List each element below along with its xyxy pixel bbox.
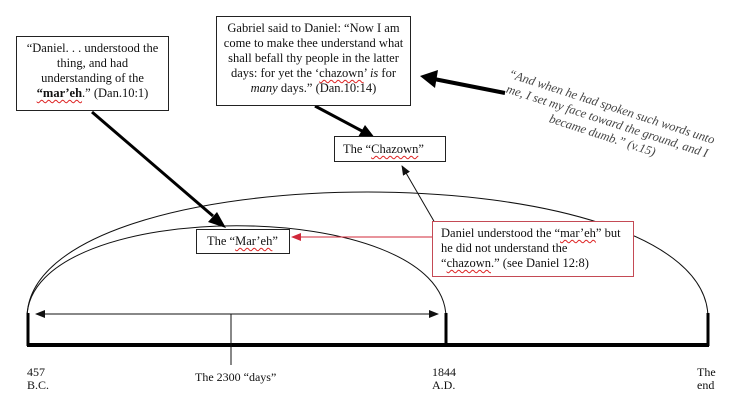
- arrow-quote-to-gabriel: [433, 77, 506, 95]
- span-arrowhead-left: [35, 310, 45, 318]
- chazown-label-pre: The “: [343, 142, 372, 156]
- chazown-word: chazown: [319, 66, 364, 80]
- label-457-year: 457: [27, 365, 45, 379]
- mareh-label-pre: The “: [207, 234, 236, 248]
- arrowhead-quote-to-gabriel: [420, 70, 438, 88]
- arrowhead-daniel-to-mareh: [208, 212, 226, 228]
- chazown-label-post: ”: [418, 142, 424, 156]
- mareh-label-post: ”: [272, 234, 278, 248]
- chazown-label-box: The “Chazown”: [334, 136, 446, 162]
- label-end-line1: The: [697, 365, 716, 379]
- chazown-arc: [26, 191, 709, 319]
- gabriel-quote-is: is: [369, 66, 379, 80]
- label-457-bc: 457 B.C.: [27, 366, 49, 392]
- gabriel-quote-mid: ’: [363, 66, 370, 80]
- label-457-era: B.C.: [27, 378, 50, 392]
- arrow-daniel-to-mareh: [91, 110, 214, 218]
- arrowhead-gabriel-to-chazown: [358, 125, 375, 138]
- note-text-pre: Daniel understood the “: [441, 226, 561, 240]
- gabriel-quote-ref: days.” (Dan.10:14): [277, 81, 377, 95]
- label-1844-year: 1844: [432, 365, 456, 379]
- gabriel-quote-box: Gabriel said to Daniel: “Now I am come t…: [216, 16, 411, 106]
- note-chazown-word: chazown: [446, 256, 491, 270]
- gabriel-quote-many: many: [250, 81, 278, 95]
- daniel-quote-text: “Daniel. . . understood the thing, and h…: [26, 41, 159, 85]
- mareh-word: “mar’eh: [36, 86, 83, 100]
- label-1844-ad: 1844 A.D.: [432, 366, 456, 392]
- daniel-quote-box: “Daniel. . . understood the thing, and h…: [16, 36, 169, 111]
- gabriel-quote-text: Gabriel said to Daniel: “Now I am come t…: [223, 21, 404, 80]
- chazown-label-word: Chazown: [371, 142, 419, 156]
- understanding-note-box: Daniel understood the “mar’eh” but he di…: [432, 221, 634, 277]
- gabriel-quote-for: for: [378, 66, 396, 80]
- label-2300-days: The 2300 “days”: [195, 370, 277, 384]
- mareh-label-word: Mar’eh: [235, 234, 273, 248]
- mareh-arc: [26, 225, 447, 319]
- label-end-line2: end: [697, 378, 715, 392]
- mareh-label-box: The “Mar’eh”: [196, 229, 290, 254]
- label-1844-era: A.D.: [432, 378, 456, 392]
- note-mareh-word: mar’eh: [560, 226, 596, 240]
- span-arrowhead-right: [429, 310, 439, 318]
- note-text-mid: ” but he did not understand the “: [441, 226, 621, 270]
- daniel-quote-ref: .” (Dan.10:1): [82, 86, 149, 100]
- arrow-gabriel-to-chazown: [314, 104, 363, 133]
- arrow-note-to-chazown: [401, 165, 436, 224]
- label-the-end: The end: [697, 366, 716, 392]
- note-text-ref: .” (see Daniel 12:8): [490, 256, 589, 270]
